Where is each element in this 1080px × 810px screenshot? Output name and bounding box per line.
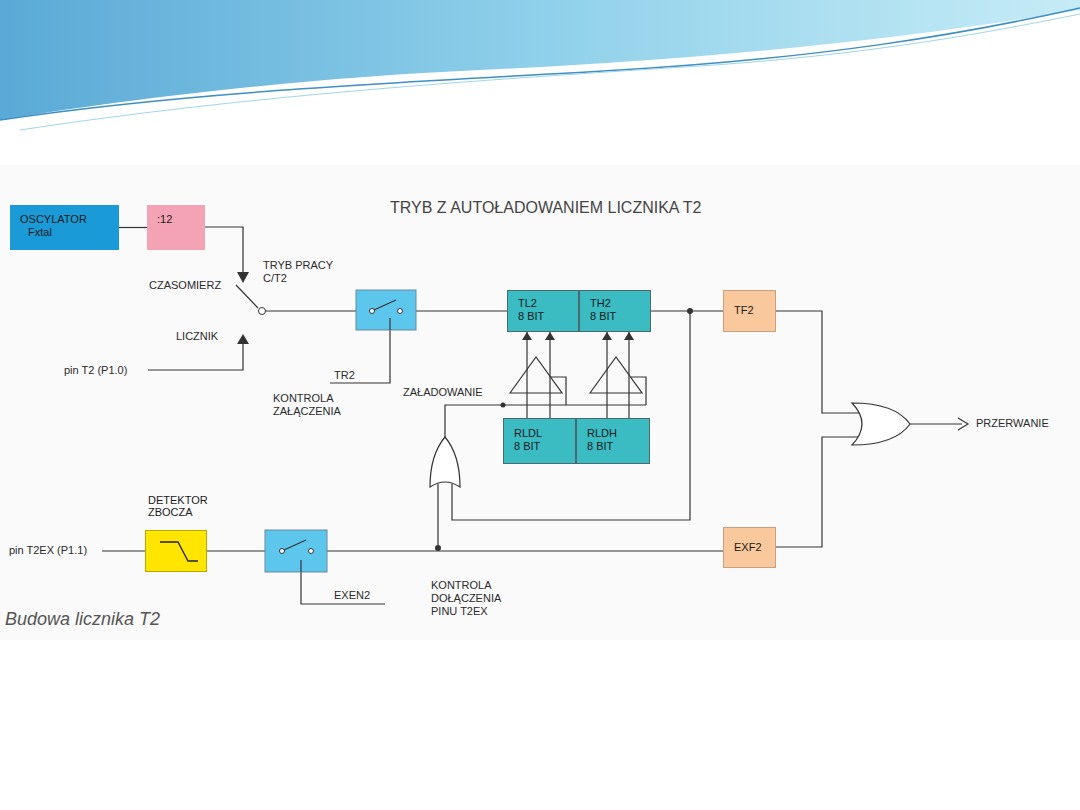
box-subtitle: 8 BIT [587, 440, 639, 453]
diagram-title: TRYB Z AUTOŁADOWANIEM LICZNIKA T2 [390, 199, 701, 217]
box-subtitle: 8 BIT [514, 440, 565, 453]
divider-box: :12 [147, 205, 205, 250]
signal-label: ZAŁADOWANIE [402, 386, 484, 399]
register-box: TL28 BIT [507, 290, 579, 332]
box-title: EXF2 [734, 541, 765, 554]
box-title: TL2 [518, 297, 568, 310]
box-subtitle: Fxtal [28, 226, 109, 239]
signal-label: KONTROLA DOŁĄCZENIA PINU T2EX [430, 579, 524, 619]
signal-label: LICZNIK [175, 330, 219, 343]
register-box: TH28 BIT [579, 290, 651, 332]
box-subtitle: 8 BIT [518, 310, 568, 323]
signal-label: KONTROLA ZAŁĄCZENIA [272, 392, 369, 418]
signal-label: pin T2EX (P1.1) [8, 544, 88, 557]
falling-edge-symbol [146, 531, 206, 571]
box-title: TF2 [734, 304, 765, 317]
diagram-caption: Budowa licznika T2 [5, 609, 160, 630]
box-title: :12 [157, 213, 195, 226]
box-subtitle: 8 BIT [590, 310, 640, 323]
signal-label: PRZERWANIE [975, 417, 1050, 430]
flag-box: TF2 [723, 290, 776, 332]
signal-label: CZASOMIERZ [148, 279, 222, 292]
edge-detector-box: DETEKTOR ZBOCZA [145, 530, 207, 572]
signal-label: pin T2 (P1.0) [63, 364, 128, 377]
signal-label: TR2 [333, 369, 356, 382]
box-title: DETEKTOR ZBOCZA [148, 494, 218, 519]
signal-label: EXEN2 [333, 589, 371, 602]
box-title: TH2 [590, 297, 640, 310]
connector [119, 227, 147, 228]
flag-box: EXF2 [723, 527, 776, 568]
box-title: RLDH [587, 427, 639, 440]
oscillator-box: OSCYLATORFxtal [10, 205, 119, 250]
reload-register-box: RLDH8 BIT [576, 418, 650, 464]
box-title: OSCYLATOR [20, 213, 109, 226]
reload-register-box: RLDL8 BIT [503, 418, 576, 464]
signal-label: TRYB PRACY C/T2 [262, 259, 346, 285]
box-title: RLDL [514, 427, 565, 440]
